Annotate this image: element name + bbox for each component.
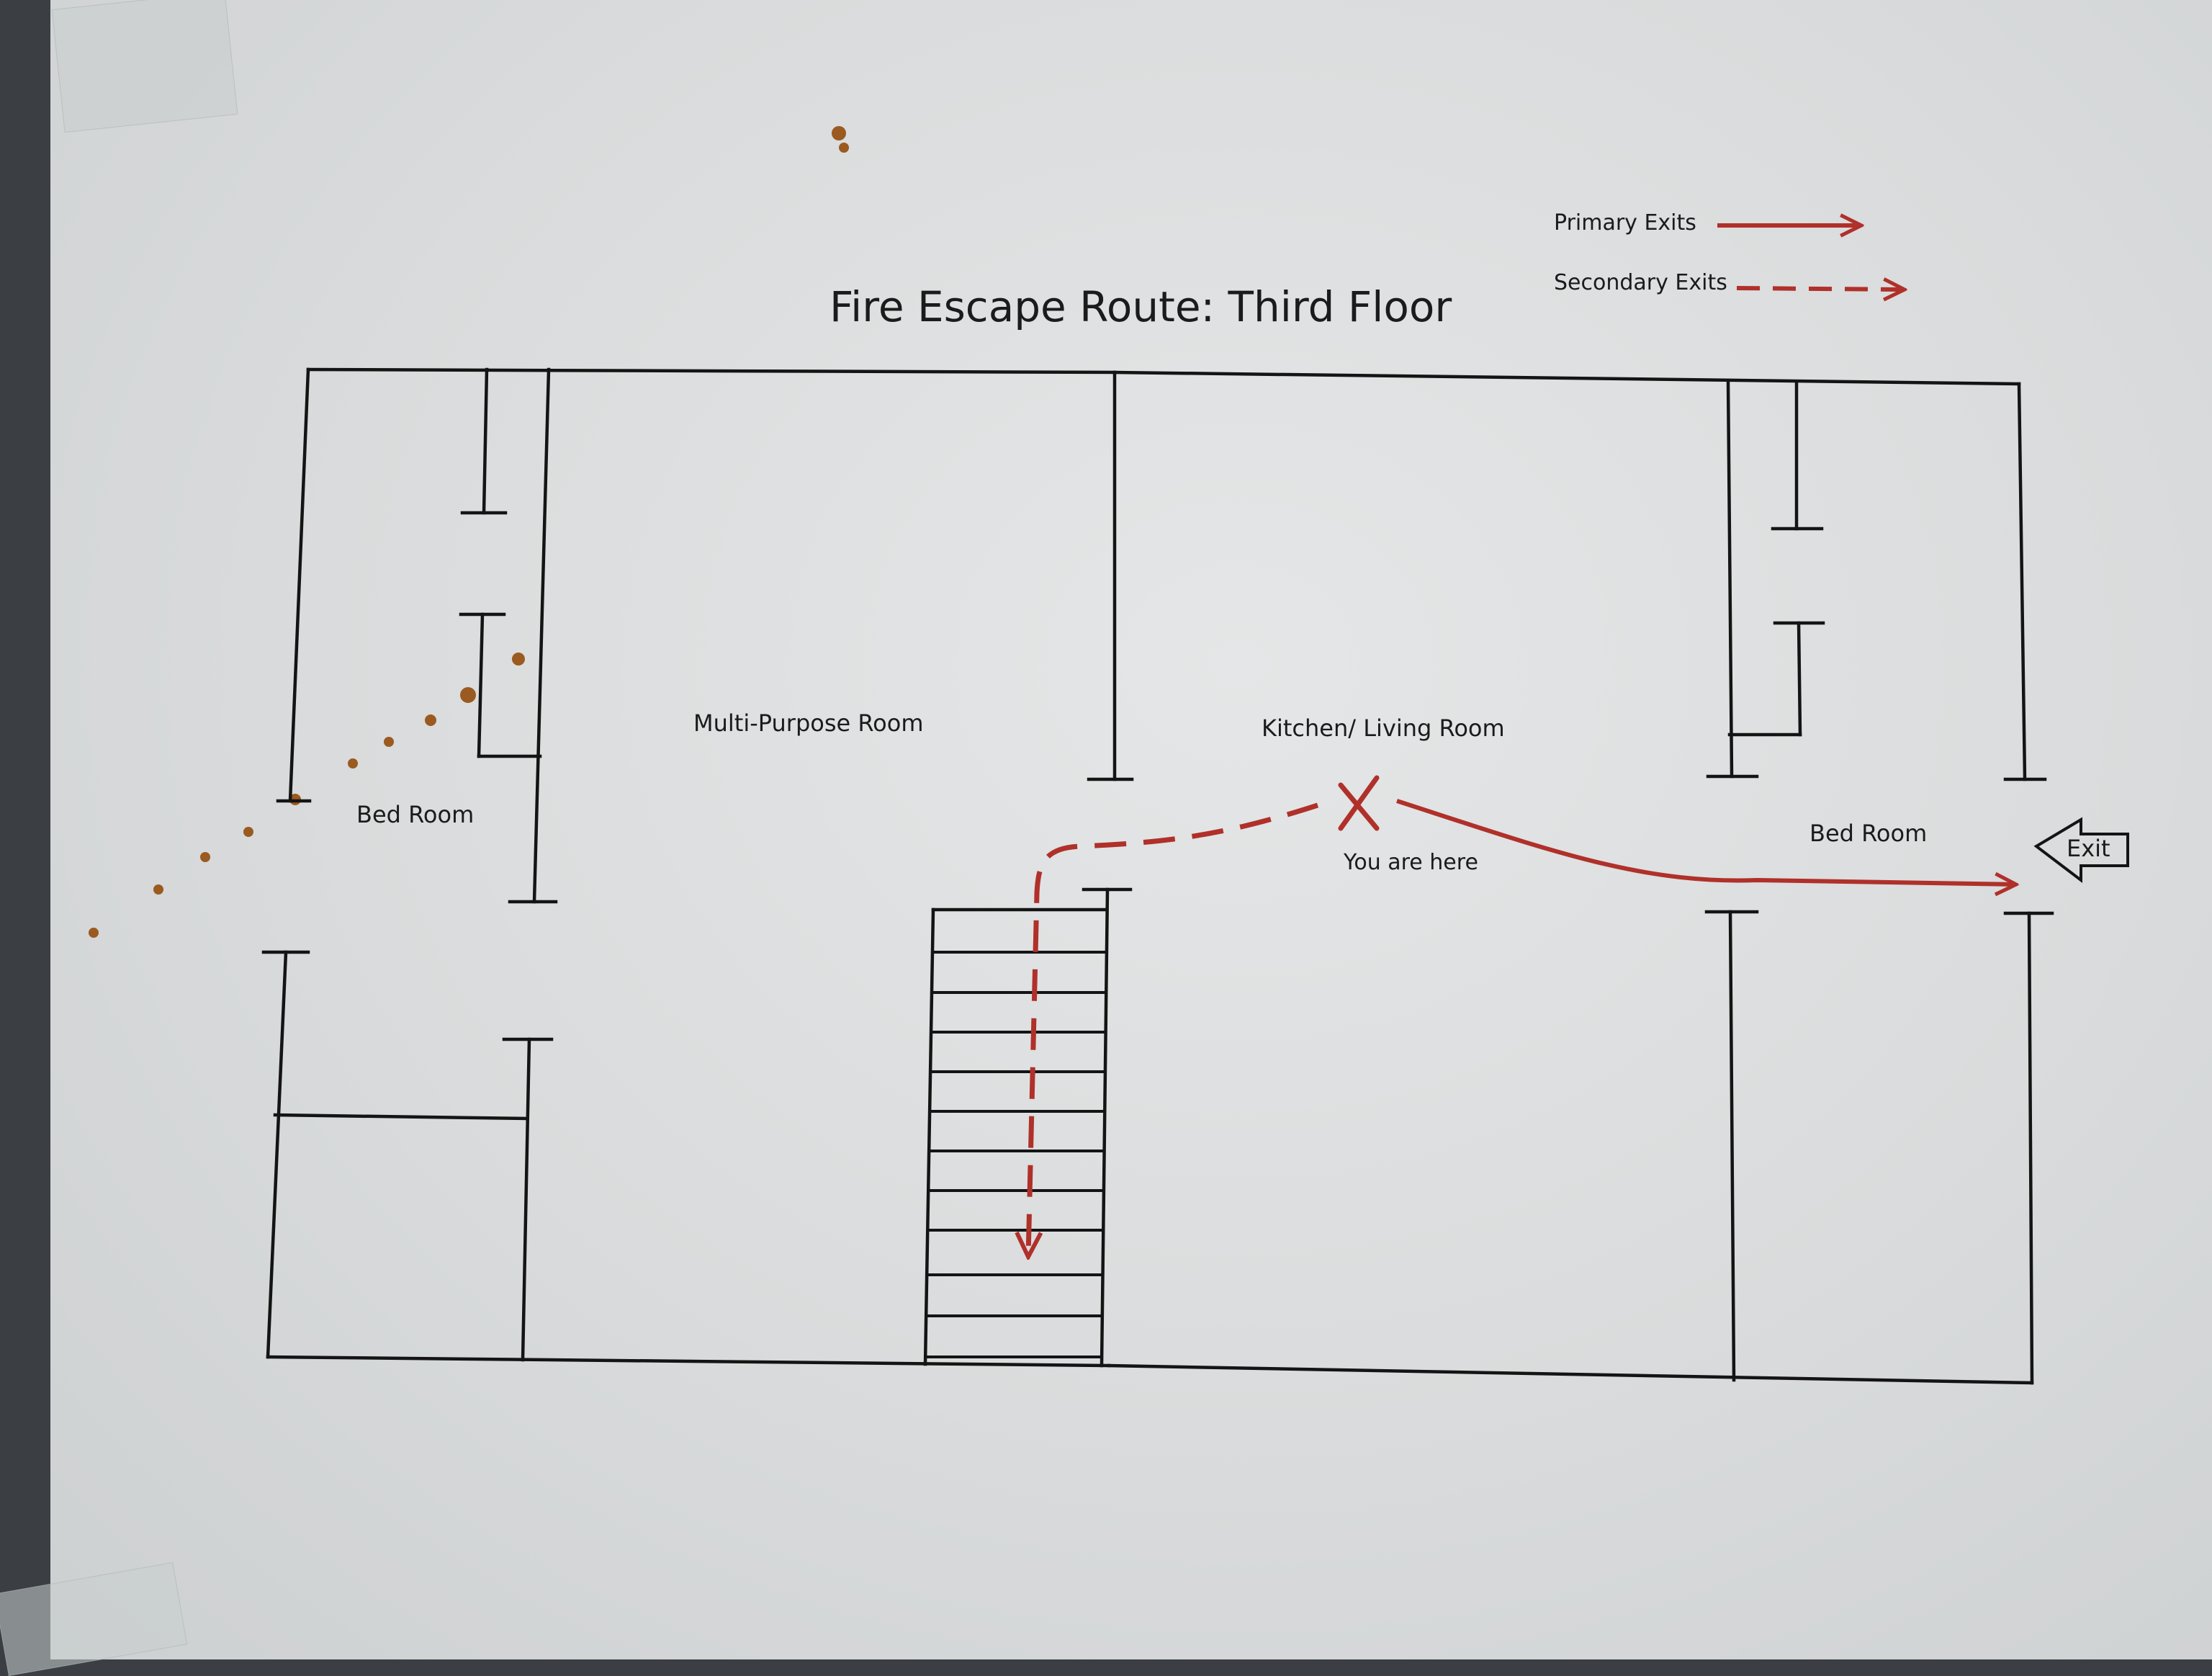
room-label-kitchen-living: Kitchen/ Living Room — [1262, 714, 1505, 742]
room-label-bed-room-left: Bed Room — [356, 801, 475, 828]
page-title: Fire Escape Route: Third Floor — [830, 282, 1452, 331]
paper-sheet — [50, 0, 2212, 1659]
legend-secondary-label: Secondary Exits — [1554, 270, 1727, 295]
room-label-multi-purpose: Multi-Purpose Room — [693, 709, 924, 737]
walls — [261, 367, 2054, 1385]
you-are-here-marker — [1338, 775, 1380, 831]
primary-route — [1396, 799, 2016, 884]
room-label-bed-room-right: Bed Room — [1809, 820, 1928, 847]
rust-stains — [89, 126, 849, 938]
stair-treads — [926, 951, 1105, 1358]
exit-sign-arrow-icon — [2033, 817, 2129, 884]
you-are-here-label: You are here — [1344, 850, 1478, 875]
legend-primary-label: Primary Exits — [1554, 210, 1696, 236]
exit-sign-label: Exit — [2067, 835, 2110, 862]
secondary-route — [1028, 802, 1319, 1257]
legend-secondary-arrow-icon — [1736, 288, 1905, 290]
